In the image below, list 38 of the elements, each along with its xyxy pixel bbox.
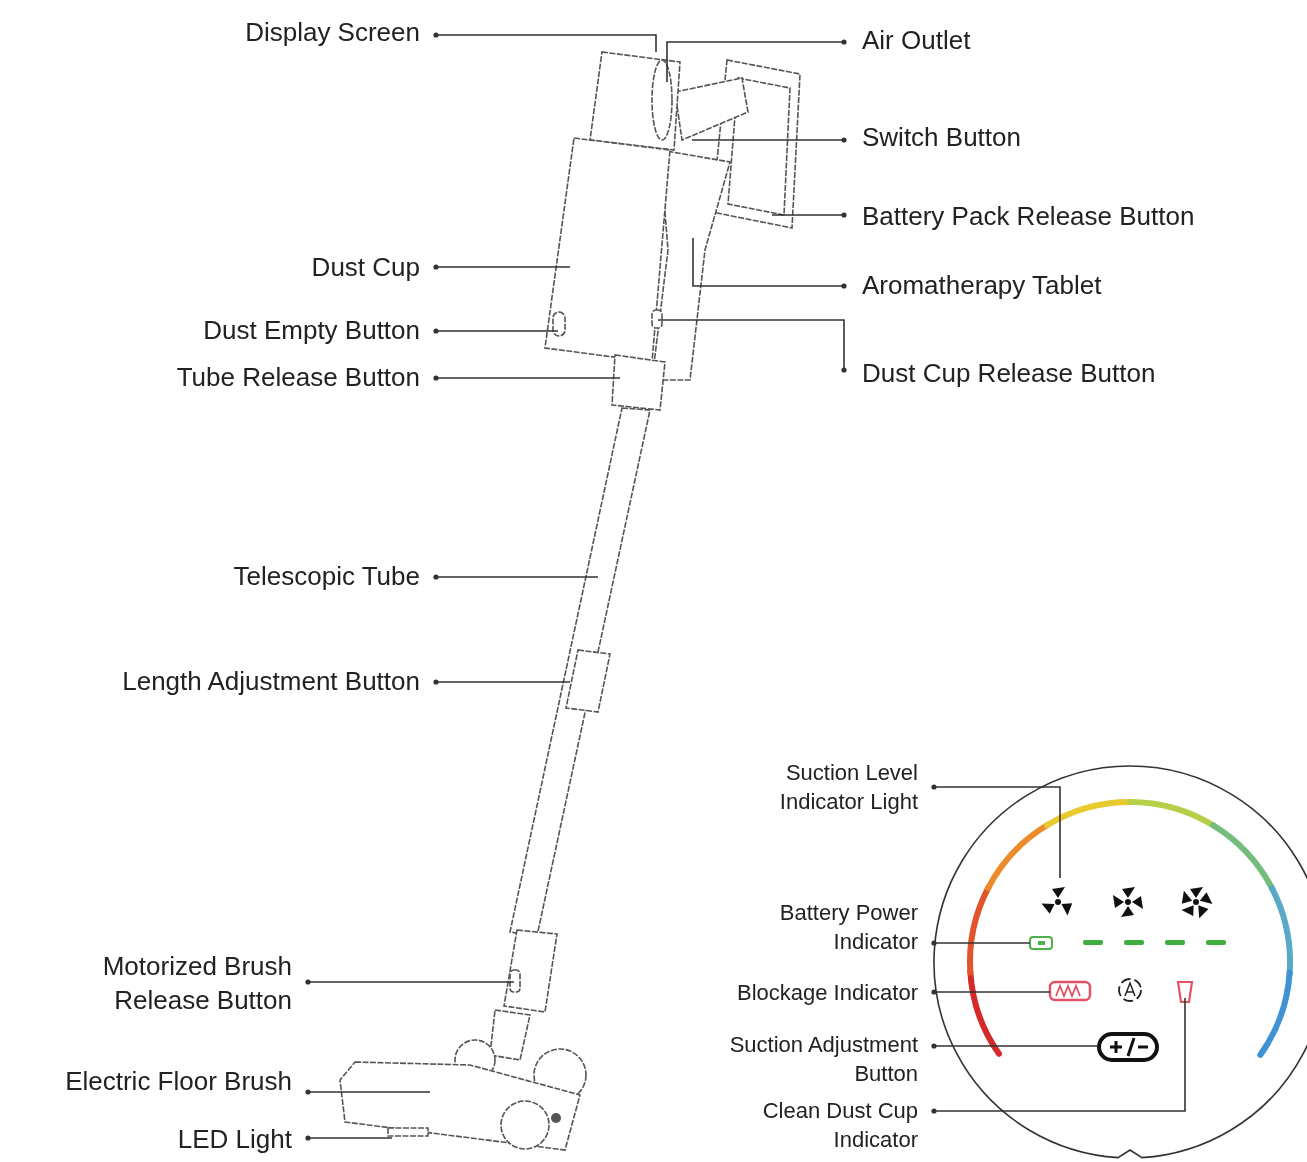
part-label: Tube Release Button [176,361,420,395]
part-label: Clean Dust Cup Indicator [718,1097,918,1155]
part-label: Suction Level Indicator Light [718,759,918,817]
leader-line [433,679,571,685]
part-label: Dust Cup [311,251,420,285]
part-label: Air Outlet [862,24,971,58]
leader-line [691,137,847,143]
part-label: Dust Empty Button [203,314,420,348]
leader-line [931,1043,1099,1049]
part-label: Display Screen [245,16,420,50]
leader-line [692,237,847,289]
part-label: Motorized Brush Release Button [42,950,292,1018]
part-label: Switch Button [862,121,1021,155]
leader-line [305,1135,393,1141]
part-label: LED Light [177,1123,292,1157]
part-label: Length Adjustment Button [122,665,420,699]
leader-line [931,989,1051,995]
part-label: Dust Cup Release Button [862,357,1156,391]
part-label: Aromatherapy Tablet [862,269,1102,303]
part-label: Telescopic Tube [233,560,420,594]
leader-line [305,1089,431,1095]
part-label: Electric Floor Brush [65,1065,292,1099]
leader-line [305,979,515,985]
leader-line [433,574,599,580]
leader-line [657,319,847,373]
part-label: Suction Adjustment Button [668,1031,918,1089]
leader-line [433,328,559,334]
leader-line [433,375,621,381]
leader-line [666,39,847,83]
leader-line [931,997,1186,1114]
part-label: Battery Power Indicator [718,899,918,957]
leader-line [433,32,657,53]
leader-line [771,212,847,218]
leader-line [931,784,1061,879]
leader-line [931,940,1031,946]
part-label: Blockage Indicator [737,978,918,1008]
leader-line [433,264,571,270]
part-label: Battery Pack Release Button [862,200,1195,234]
